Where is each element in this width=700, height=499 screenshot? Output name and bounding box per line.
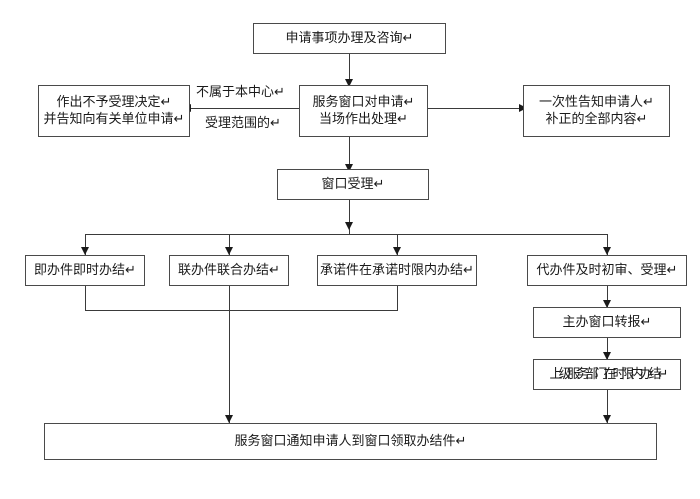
node-service-window-box[interactable]: 服务窗口对申请↵ 当场作出处理↵ [299, 85, 428, 137]
node-notify-box[interactable]: 一次性告知申请人↵ 补正的全部内容↵ [523, 85, 670, 137]
node-branch-box-3[interactable]: 承诺件在承诺时限内办结↵ [317, 255, 477, 286]
arrow-merge-to-final [225, 415, 233, 423]
arrow-title-to-service [345, 79, 353, 87]
connector-branch2-down [229, 286, 230, 311]
node-reject-line-1: 作出不予受理决定↵ [56, 95, 172, 110]
connector-bus-drop-4 [607, 234, 608, 255]
node-branch-3-label: 承诺件在承诺时限内办结↵ [320, 263, 474, 278]
node-notify-line-1: 一次性告知申请人↵ [539, 95, 654, 110]
node-reject-box[interactable]: 作出不予受理决定↵ 并告知向有关单位申请↵ [38, 85, 190, 137]
arrow-transfer-to-upper [603, 352, 611, 360]
arrow-bus-to-branch-2 [225, 247, 233, 255]
node-reject-line-2: 并告知向有关单位申请↵ [43, 112, 185, 127]
connector-bus-drop-3 [397, 234, 398, 255]
node-notify-line-2: 补正的全部内容↵ [545, 112, 648, 127]
connector-bus-drop-1 [85, 234, 86, 255]
node-branch-2-label: 联办件联合办结↵ [178, 263, 280, 278]
arrow-branch4-to-transfer [603, 300, 611, 308]
node-accept-box[interactable]: 窗口受理↵ [277, 169, 429, 200]
node-branch-box-4[interactable]: 代办件及时初审、受理↵ [527, 255, 687, 286]
connector-branch1-down [85, 286, 86, 311]
node-branch-4-label: 代办件及时初审、受理↵ [536, 263, 678, 278]
node-service-window-line-2: 当场作出处理↵ [319, 112, 408, 127]
arrow-bus-to-branch-1 [81, 247, 89, 255]
connector-branch3-down [397, 286, 398, 311]
connector-branch4-to-transfer [607, 286, 608, 310]
connector-merge-bar [85, 310, 398, 311]
connector-merge-to-final [229, 310, 230, 423]
connector-transfer-to-upper [607, 338, 608, 362]
node-transfer-label: 主办窗口转报↵ [562, 315, 652, 330]
node-accept-line-1: 窗口受理↵ [321, 177, 385, 192]
arrow-upper-to-final [603, 415, 611, 423]
node-branch-box-2[interactable]: 联办件联合办结↵ [169, 255, 289, 286]
node-final-box[interactable]: 服务窗口通知申请人到窗口领取办结件↵ [44, 423, 657, 460]
connector-service-to-accept [349, 136, 350, 168]
edge-label-not-in-scope-line-2: 受理范围的↵ [205, 116, 281, 131]
arrow-bus-to-branch-3 [393, 247, 401, 255]
connector-accept-to-bus [349, 200, 350, 234]
connector-bus-drop-2 [229, 234, 230, 255]
node-upper-dept-label: 上级服务部门在时限内办结↵ [549, 367, 669, 382]
arrow-service-to-accept [345, 164, 353, 172]
connector-service-to-reject [188, 108, 300, 109]
arrow-bus-to-branch-4 [603, 247, 611, 255]
connector-service-to-notify [427, 108, 523, 109]
connector-title-to-service [349, 53, 350, 83]
edge-label-not-in-scope-line-1: 不属于本中心↵ [196, 85, 285, 100]
connector-branch-bus [85, 234, 607, 235]
connector-upper-to-final [607, 390, 608, 423]
node-service-window-line-1: 服务窗口对申请↵ [312, 95, 415, 110]
node-branch-1-label: 即办件即时办结↵ [34, 263, 136, 278]
node-title-box[interactable]: 申请事项办理及咨询↵ [253, 23, 446, 54]
node-branch-box-1[interactable]: 即办件即时办结↵ [25, 255, 145, 286]
node-upper-dept-box[interactable]: 上级服务部门在时限内办结↵ [533, 359, 681, 390]
node-title-line-1: 申请事项办理及咨询↵ [285, 31, 414, 46]
node-final-label: 服务窗口通知申请人到窗口领取办结件↵ [234, 434, 467, 449]
arrow-accept-down [345, 222, 353, 230]
node-transfer-box[interactable]: 主办窗口转报↵ [533, 307, 681, 338]
